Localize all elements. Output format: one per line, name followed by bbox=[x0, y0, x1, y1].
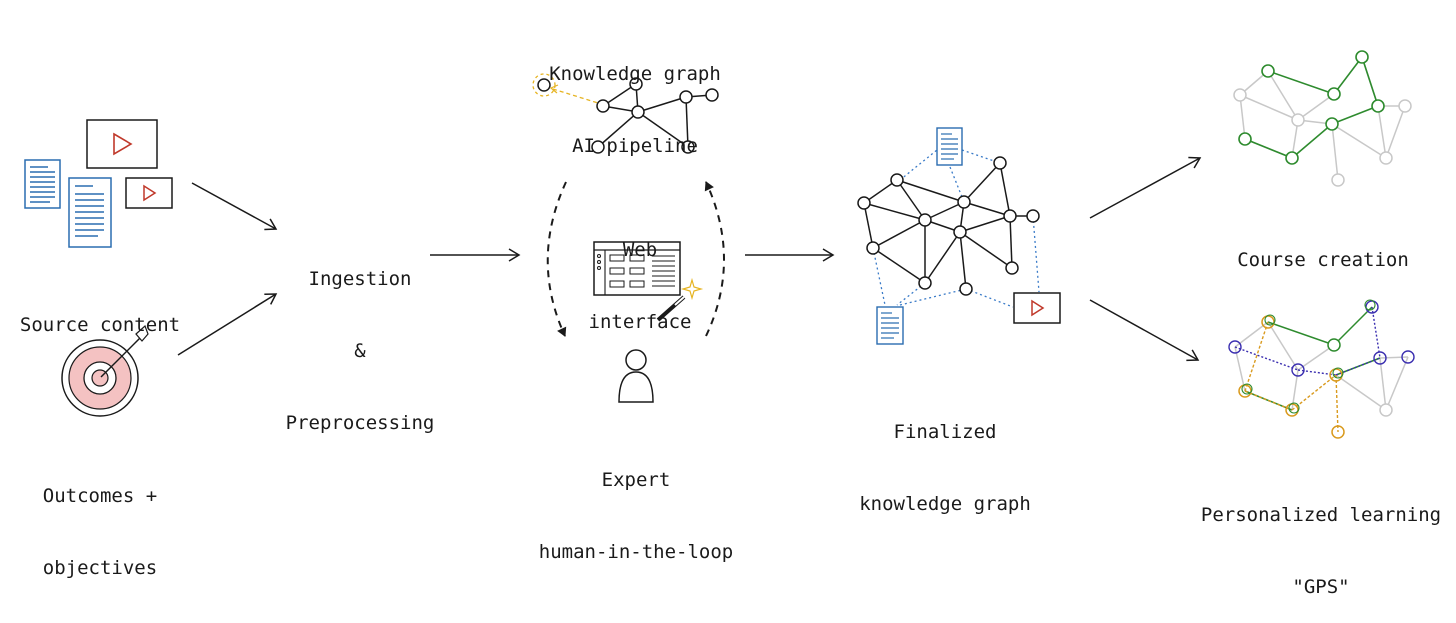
arrow-outcomes-to-ingestion bbox=[177, 293, 278, 356]
workflow-diagram bbox=[24, 50, 1415, 439]
kg-pipeline-label: Knowledge graph AI pipeline bbox=[549, 63, 721, 157]
pipeline-graph-icon bbox=[532, 73, 719, 154]
outcomes-label: Outcomes + objectives bbox=[42, 485, 158, 579]
personalized-label: Personalized learning "GPS" bbox=[1200, 504, 1442, 598]
ingestion-label: Ingestion & Preprocessing bbox=[285, 268, 435, 434]
finalized-label: Finalized knowledge graph bbox=[859, 421, 1031, 515]
arrow-to-personalized bbox=[1089, 299, 1200, 362]
arrow-to-course-creation bbox=[1089, 156, 1202, 219]
expert-person-icon bbox=[618, 349, 654, 403]
arrow-source-to-ingestion bbox=[191, 182, 278, 231]
web-interface-label: Web interface bbox=[588, 239, 692, 333]
expert-label: Expert human-in-the-loop bbox=[538, 469, 734, 563]
source-content-label: Source content bbox=[19, 314, 181, 336]
course-creation-label: Course creation bbox=[1237, 249, 1409, 271]
finalized-graph-icon bbox=[857, 127, 1061, 345]
target-icon bbox=[61, 324, 149, 417]
loop-arrow-up bbox=[704, 181, 725, 337]
source-content-icon bbox=[24, 119, 173, 248]
loop-arrow-down bbox=[546, 181, 567, 337]
course-graph-icon bbox=[1233, 50, 1412, 187]
web-interface-icon bbox=[593, 241, 704, 322]
gps-graph-icon bbox=[1228, 299, 1415, 439]
